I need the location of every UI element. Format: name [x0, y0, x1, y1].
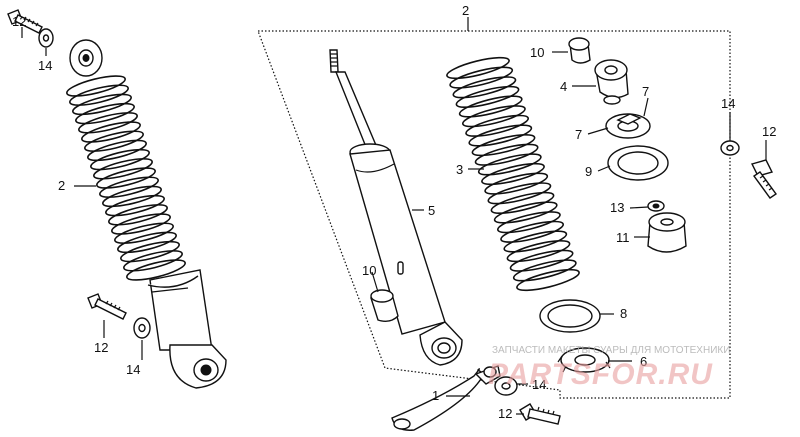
spring-coil — [78, 112, 138, 134]
rubber-bushing-icon — [594, 59, 629, 99]
leader-lines — [21, 27, 767, 415]
spring-coil — [99, 176, 159, 198]
spring-adjuster-icon — [557, 347, 611, 373]
washer-icon — [38, 28, 54, 48]
bolt-icon — [750, 159, 777, 199]
collar-icon — [603, 95, 621, 105]
spring-coil — [120, 240, 180, 263]
spring-coil — [123, 250, 183, 272]
spring-coil — [490, 191, 555, 214]
callout-14-top-left: 14 — [38, 58, 52, 73]
callout-14-right: 14 — [721, 96, 735, 111]
spring-icon — [446, 56, 580, 292]
spring-coil — [516, 268, 580, 292]
spring-coil — [117, 231, 177, 254]
spring-coil — [465, 114, 529, 137]
callout-12-top-left: 12 — [12, 14, 26, 29]
spring-coil — [452, 76, 517, 99]
spring-coil — [471, 134, 536, 157]
callout-6: 6 — [640, 354, 647, 369]
spring-coil — [484, 172, 549, 195]
bolt-icon — [519, 403, 561, 425]
callout-9: 9 — [585, 164, 592, 179]
callout-7-a: 7 — [642, 84, 649, 99]
spring-coil — [111, 213, 171, 235]
bushing-icon — [568, 37, 591, 64]
callout-5: 5 — [428, 203, 435, 218]
spring-coil — [497, 211, 561, 234]
spring-coil — [66, 75, 126, 97]
callout-1: 1 — [432, 388, 439, 403]
spring-coil — [506, 240, 571, 263]
spring-coil — [455, 85, 520, 108]
spring-coil — [462, 105, 526, 128]
spring-coil — [468, 124, 533, 147]
spring-coil — [477, 153, 542, 176]
spring-coil — [90, 148, 150, 171]
rubber-stopper-icon — [647, 212, 687, 253]
spring-coil — [458, 95, 523, 118]
callout-2-assembly: 2 — [462, 3, 469, 18]
spring-coil — [474, 143, 539, 166]
spring-seat-stopper-icon — [605, 113, 651, 139]
spring-coil — [500, 220, 564, 243]
callout-13: 13 — [610, 200, 624, 215]
bolt-icon — [87, 293, 127, 320]
spring-coil — [446, 56, 510, 80]
spring-coil — [75, 102, 135, 125]
callout-3: 3 — [456, 162, 463, 177]
spring-coil — [126, 259, 186, 281]
spring-coil — [93, 158, 153, 180]
shock-absorber-assembly-left — [66, 39, 227, 389]
callout-4: 4 — [560, 79, 567, 94]
callout-7-b: 7 — [575, 127, 582, 142]
spring-coil — [69, 84, 129, 106]
spring-seat-icon — [607, 145, 669, 181]
callout-12-bottom-left: 12 — [94, 340, 108, 355]
nut-icon — [647, 200, 665, 212]
bracket-icon — [391, 365, 501, 431]
spring-coil — [102, 185, 162, 208]
bolt-icon — [7, 9, 43, 34]
callout-2-left: 2 — [58, 178, 65, 193]
spring-coil — [84, 130, 144, 152]
callout-14-bottom-mid: 14 — [532, 377, 546, 392]
spring-coil — [503, 230, 568, 253]
spring-coil — [449, 66, 514, 89]
callout-10-top: 10 — [530, 45, 544, 60]
spring-coil — [72, 93, 132, 116]
spring-coil — [81, 121, 141, 143]
watermark-logo: PARTSFOR.RU — [488, 358, 713, 391]
spring-coil — [509, 249, 574, 272]
spring-coil — [114, 222, 174, 244]
watermark-caption: ЗАПЧАСТИ МАКЕТЫ СУАРЫ ДЛЯ МОТОТЕХНИКИ — [492, 345, 730, 356]
callout-11: 11 — [616, 230, 630, 245]
spring-coil — [512, 259, 577, 282]
spring-coil — [87, 139, 147, 162]
washer-icon — [494, 376, 518, 396]
spring-coil — [481, 162, 545, 186]
watermark: ЗАПЧАСТИ МАКЕТЫ СУАРЫ ДЛЯ МОТОТЕХНИКИ PA… — [488, 345, 730, 391]
bushing-icon — [370, 289, 399, 323]
spring-coil — [493, 201, 558, 224]
callout-12-bottom-mid: 12 — [498, 406, 512, 421]
damper-unit — [329, 49, 463, 366]
spring-coil — [96, 167, 156, 189]
callout-8: 8 — [620, 306, 627, 321]
spring-guide-icon — [539, 299, 601, 333]
spring-coil — [487, 182, 552, 205]
callout-14-bottom-left: 14 — [126, 362, 140, 377]
callout-12-right: 12 — [762, 124, 776, 139]
washer-icon — [133, 317, 151, 339]
spring-coil — [108, 204, 168, 226]
spring-coil — [105, 194, 165, 217]
washer-icon — [720, 140, 740, 156]
assembly-boundary — [257, 30, 731, 399]
callout-10-mid: 10 — [362, 263, 376, 278]
